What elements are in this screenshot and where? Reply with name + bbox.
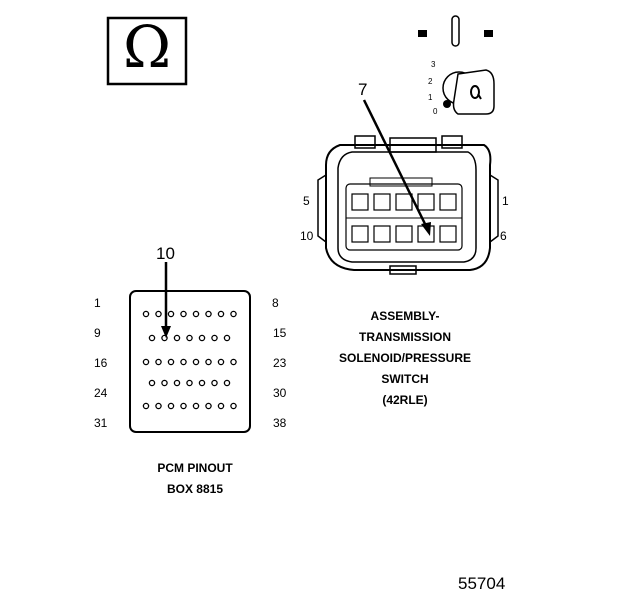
- pcm-pin-hole: [167, 402, 175, 410]
- pcm-pin-hole: [142, 402, 150, 410]
- pcm-row-3-left: 16: [94, 356, 108, 370]
- pcm-pin-hole: [148, 334, 156, 342]
- pcm-pin-hole: [223, 379, 231, 387]
- pcm-pinout-box: [129, 290, 251, 433]
- pcm-pin-hole: [142, 358, 150, 366]
- connector-pin-label-6: 6: [500, 229, 507, 243]
- pcm-pin-hole: [211, 334, 218, 342]
- pcm-pin-hole: [173, 334, 181, 342]
- pcm-caption-line-1: PCM PINOUT: [157, 461, 233, 475]
- pcm-pin-hole: [161, 379, 168, 387]
- ignition-position-3: 3: [431, 60, 436, 69]
- pcm-pin-hole: [186, 334, 193, 342]
- pcm-row-1-left: 1: [94, 296, 101, 310]
- connector-caption-line-4: SWITCH: [381, 372, 429, 386]
- connector-caption-line-3: SOLENOID/PRESSURE: [338, 351, 472, 365]
- ignition-position-0: 0: [433, 107, 438, 116]
- pcm-pin-hole: [167, 358, 175, 366]
- pcm-pin-hole: [148, 379, 156, 387]
- pcm-pin-hole: [155, 402, 162, 410]
- pcm-row-2-left: 9: [94, 326, 101, 340]
- pcm-pin-hole: [167, 310, 175, 318]
- pcm-pin-hole: [192, 358, 200, 366]
- pcm-pin-hole: [192, 310, 200, 318]
- pcm-pin-callout-arrow: [161, 262, 171, 338]
- pcm-pin-hole: [155, 310, 162, 318]
- ignition-key-icon: [442, 69, 495, 115]
- ohm-symbol: Ω: [122, 13, 172, 81]
- pcm-pin-hole: [230, 402, 237, 410]
- pcm-row-2-right: 15: [273, 326, 287, 340]
- ignition-slot-icon: [418, 15, 493, 47]
- connector-pin-label-10: 10: [300, 229, 314, 243]
- pcm-row-3-right: 23: [273, 356, 287, 370]
- connector-caption: ASSEMBLY- TRANSMISSION SOLENOID/PRESSURE…: [320, 306, 490, 411]
- pcm-pin-hole: [180, 310, 187, 318]
- pcm-pin-hole: [142, 310, 150, 318]
- connector-caption-line-2: TRANSMISSION: [358, 330, 451, 344]
- pcm-pin-hole: [173, 379, 181, 387]
- connector-pin-label-5: 5: [303, 194, 310, 208]
- pcm-pin-grid: [142, 310, 237, 410]
- pcm-pin-hole: [211, 379, 218, 387]
- pcm-row-4-left: 24: [94, 386, 108, 400]
- pcm-pin-hole: [217, 358, 225, 366]
- connector-callout-label: 7: [358, 80, 368, 99]
- connector-pin-callout-arrow: [362, 99, 431, 236]
- pcm-pin-hole: [198, 379, 206, 387]
- pcm-pin-hole: [230, 310, 237, 318]
- pcm-caption: PCM PINOUT BOX 8815: [120, 458, 270, 500]
- pcm-pin-hole: [161, 334, 168, 342]
- pcm-row-1-right: 8: [272, 296, 279, 310]
- pcm-pin-hole: [180, 402, 187, 410]
- pcm-caption-line-2: BOX 8815: [166, 482, 224, 496]
- pcm-row-5-right: 38: [273, 416, 287, 430]
- pcm-pin-hole: [180, 358, 187, 366]
- connector-caption-line-1: ASSEMBLY-: [370, 309, 440, 323]
- pcm-pin-hole: [205, 310, 212, 318]
- pcm-pin-hole: [217, 402, 225, 410]
- pcm-pin-hole: [198, 334, 206, 342]
- pcm-pin-hole: [205, 358, 212, 366]
- pcm-pin-hole: [186, 379, 193, 387]
- figure-number: 55704: [458, 574, 506, 593]
- pcm-row-5-left: 31: [94, 416, 108, 430]
- pcm-pin-hole: [205, 402, 212, 410]
- pcm-pin-hole: [192, 402, 200, 410]
- pcm-pin-hole: [155, 358, 162, 366]
- connector-pin-label-1: 1: [502, 194, 509, 208]
- ohmmeter-symbol: [106, 16, 188, 86]
- pcm-row-4-right: 30: [273, 386, 287, 400]
- pcm-pin-hole: [223, 334, 231, 342]
- pcm-pin-hole: [217, 310, 225, 318]
- connector-caption-line-5: (42RLE): [382, 393, 428, 407]
- ignition-position-1: 1: [428, 93, 433, 102]
- pcm-callout-label: 10: [156, 244, 175, 263]
- pcm-pin-hole: [230, 358, 237, 366]
- transmission-solenoid-connector: [317, 135, 499, 275]
- ignition-position-2: 2: [428, 77, 433, 86]
